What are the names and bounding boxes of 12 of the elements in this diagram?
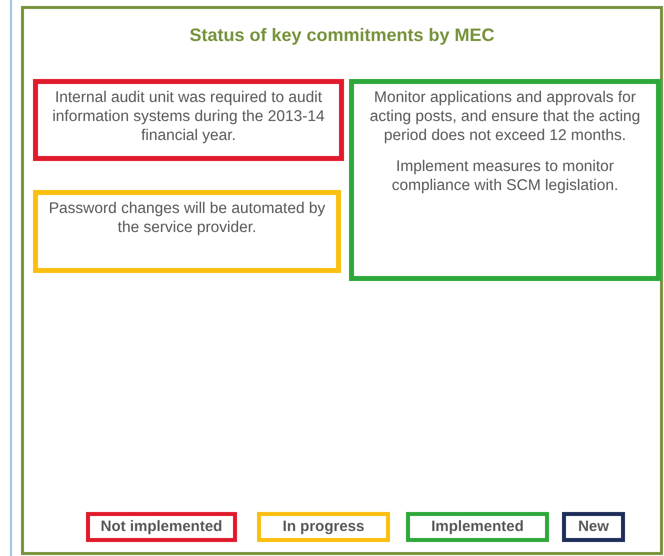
commitment-text: Monitor applications and approvals for acting posts, and ensure that the acting period does not exceed 12 months. [368, 88, 642, 145]
legend-swatch: New [562, 512, 625, 542]
status-box [349, 79, 661, 281]
legend-swatch: In progress [257, 512, 390, 542]
commitment-text: Internal audit unit was required to audit information systems during the 2013-14 financial year. [51, 88, 326, 145]
commitment-text: Password changes will be automated by the service provider. [48, 199, 326, 237]
status-box [33, 190, 341, 273]
status-box [33, 79, 344, 161]
commitment-text: Implement measures to monitor compliance with SCM legislation. [390, 157, 620, 195]
legend-swatch: Implemented [406, 512, 549, 542]
legend-swatch: Not implemented [86, 512, 237, 542]
title: Status of key commitments by MEC [188, 24, 496, 47]
